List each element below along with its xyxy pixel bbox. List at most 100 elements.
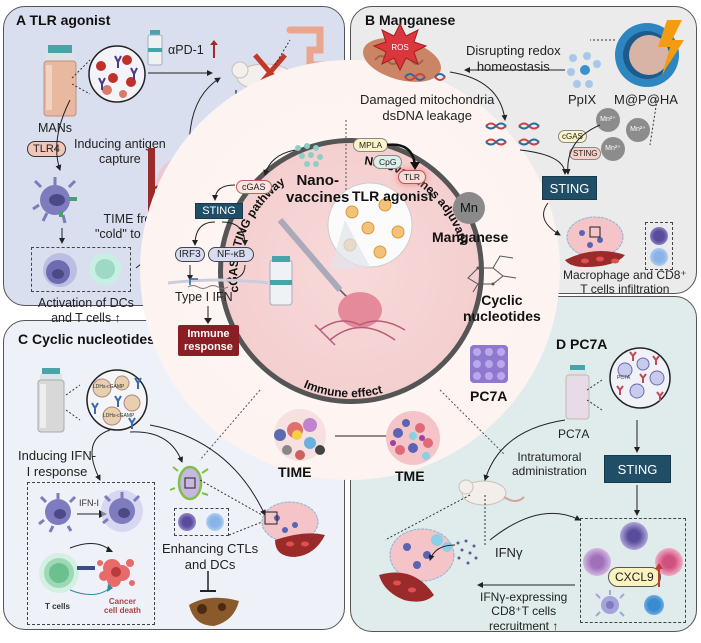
tlr-pill: TLR [398,170,427,184]
liver-tumor-icon [189,597,239,626]
panel-b-title-text: Manganese [379,12,456,28]
enhancing-line2: and DCs [184,556,236,572]
macrophage-line2: T cells infiltration [580,282,670,297]
nanoparticle-cell-icon [169,465,209,501]
recruit-line3: recruitment ↑ [489,618,559,633]
zoom-dotted-lines [71,59,91,95]
panel-c-letter: C [18,331,29,347]
sting-box-d: STING [604,455,671,483]
intratumoral-label: Intratumoral administration [512,450,587,479]
inducing-line2: capture [99,152,141,166]
mans-vial-icon [43,45,77,117]
inhibition-marker [200,571,216,592]
inducing-antigen-label: Inducing antigen capture [74,137,166,167]
macrophage-cell-icon [650,227,668,245]
mans-nanoparticle-zoom-icon [88,45,146,103]
damaged-mito-label: Damaged mitochondria dsDNA leakage [360,92,494,123]
panel-c-arrows [65,384,266,536]
nanovaccines-label: Nano- vaccines [286,172,349,207]
intratumoral-line2: administration [512,464,587,479]
tumor-vessel-c-icon [261,501,325,557]
panel-c-title: C Cyclic nucleotides [18,331,155,347]
ldhs-cgamp-zoom-icon [86,369,148,431]
panel-d-title: D PC7A [556,336,607,352]
immune-response-line1: Immune [187,328,230,340]
cytotoxic-arrows [69,543,113,595]
mans-label: MANs [38,121,73,135]
pc7a-polymer-icon [470,345,508,383]
panel-d-arrows [384,379,640,588]
intratumoral-line1: Intratumoral [517,450,582,464]
inducing-line1: Inducing antigen [74,137,166,151]
mpha-label: M@P@HA [614,92,678,107]
panel-b-arrows [449,39,658,236]
immune-response-box: Immune response [178,325,239,357]
tlr-agonist-label: TLR agonist [352,188,433,204]
cxcl9-up-arrow-icon [655,563,663,587]
enhancing-line1: Enhancing CTLs [162,541,259,556]
panel-d-letter: D [556,336,567,352]
cyclic-nucleotides-label: Cyclic nucleotides [463,292,541,324]
dendritic-d-icon [595,590,625,617]
cancer-line2: cell death [104,606,141,615]
damaged-line2: dsDNA leakage [382,107,473,123]
cyclic-nucleotide-structure-icon [467,255,517,293]
cancer-cell-death-label: Cancer cell death [104,597,141,615]
pc7a-vial-label: PC7A [558,427,590,441]
macrophage-line1: Macrophage and CD8⁺ [563,268,687,282]
down-arrow-icon [204,306,212,324]
enhancing-ctls-label: Enhancing CTLs and DCs [162,541,258,572]
tme-tumor-icon [386,411,440,465]
neutrophil-d-icon [583,548,611,576]
damaged-line1: Damaged mitochondria [360,92,495,107]
cxcl9-pill: CXCL9 [608,567,661,587]
apd1-label: αPD-1 [168,43,204,57]
ldhs-cgamp-label-2: LDHs-cGAMP [103,413,135,419]
infiltrating-cells-box [645,222,673,270]
center-illustration-icon [269,182,413,346]
mn2-ion-1: Mn²⁺ [596,108,620,132]
ros-label: ROS [391,43,408,52]
apd1-vial-icon [147,30,163,66]
tumor-vessel-b-icon [565,216,625,267]
t-cells-label: T cells [45,602,70,611]
t-cell-d-icon [644,595,664,615]
mouse-d-icon [458,479,525,506]
cd8-t-cell-icon [650,248,668,266]
mn-circle-icon: Mn [453,192,485,224]
ctl-cell-icon [178,513,196,531]
tumor-vessel-d-icon [379,528,455,602]
activated-dc-icon [43,253,77,287]
recruitment-label: IFNγ-expressing CD8⁺T cells recruitment … [480,590,567,633]
macrophage-label: Macrophage and CD8⁺ T cells infiltration [563,268,687,297]
dsdna-fragments-icon [485,122,540,146]
recruit-line1: IFNγ-expressing [480,590,568,604]
nanovaccines-particles-icon [295,143,323,167]
cancer-cell-death-icon [97,559,135,587]
tme-label: TME [395,468,425,484]
cancer-line1: Cancer [108,597,137,606]
macrophage-d-icon [620,522,648,550]
panel-b-title: B Manganese [365,12,455,28]
dc-cell-c-icon [206,513,224,531]
pc7a-nanoparticle-zoom-icon [609,347,671,409]
activation-cells-box [31,247,131,292]
pc7a-np-label: PC7A [617,375,631,381]
recruit-line2: CD8⁺T cells [491,604,557,619]
sting-box-center: STING [195,203,243,219]
nanovaccines-line1: Nano- [296,172,339,189]
cgas-pill-b: cGAS [558,130,587,143]
ifng-particles-icon [456,539,478,565]
ifn-i-arrow-label: IFN-I [79,498,99,508]
panel-b-letter: B [365,12,376,28]
manganese-label: Manganese [432,229,509,245]
irf3-pill: IRF3 [175,247,205,262]
mitochondria-ros-icon: ROS [363,22,446,82]
tlr-arrow [386,143,420,170]
disrupting-line1: Disrupting redox [466,43,561,58]
ppix-particles-icon [567,52,601,88]
activation-line2: and T cells ↑ [51,311,121,325]
cyclic-line2: nucleotides [463,308,541,325]
dc-activated-icon [101,490,143,532]
ldhs-vial-icon [37,368,65,433]
